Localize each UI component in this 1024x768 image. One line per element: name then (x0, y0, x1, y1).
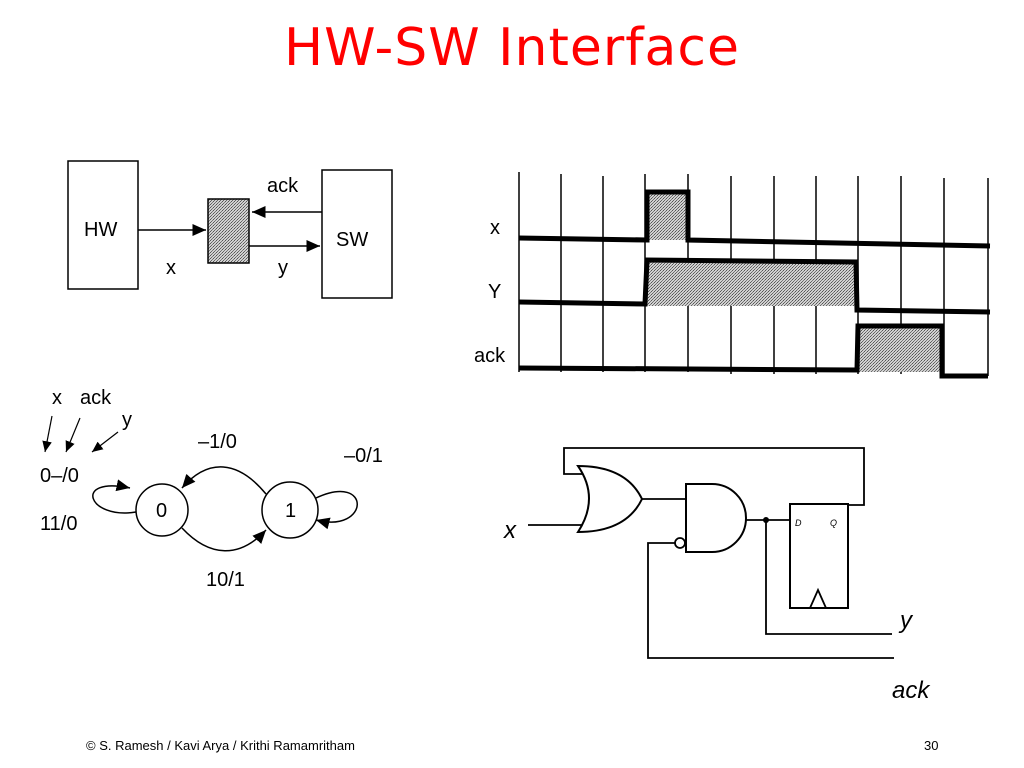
sw-label: SW (336, 229, 368, 251)
slide-title: HW-SW Interface (284, 18, 740, 78)
state-1-label: 1 (285, 500, 296, 522)
timing-diagram: x Y ack (474, 172, 991, 379)
self-loop-state-1 (315, 491, 358, 530)
edge-0-to-1-label: 10/1 (206, 569, 245, 591)
self-loop-1-label: –0/1 (344, 445, 383, 467)
circuit-y-label: y (898, 607, 914, 634)
signal-label-x: x (490, 217, 500, 239)
self-loop-0-label-b: 11/0 (40, 513, 77, 535)
footer-credit: © S. Ramesh / Kavi Arya / Krithi Ramamri… (86, 738, 355, 753)
state-0-label: 0 (156, 500, 167, 522)
circuit-x-label: x (503, 517, 517, 544)
feedback-wire (563, 447, 865, 506)
d-flip-flop (789, 503, 849, 609)
self-loop-0-label-a: 0–/0 (40, 465, 79, 487)
state-0-node (135, 483, 189, 537)
and-inverting-bubble (674, 537, 686, 549)
edge-1-to-0-label: –1/0 (198, 431, 237, 453)
signal-label-y: Y (488, 281, 501, 303)
input-arrow-x (42, 415, 53, 453)
state-1-node (261, 481, 319, 539)
state-machine: x ack y 0 1 0–/0 11/0 –1/0 –0/1 10/1 (40, 387, 383, 591)
block-diagram: HW SW x ack y (67, 160, 393, 299)
edge-1-to-0 (181, 466, 267, 495)
logic-circuit: x ack y D Q (503, 447, 931, 704)
self-loop-state-0 (92, 479, 137, 514)
input-label-x: x (52, 387, 62, 409)
ack-wire (647, 542, 894, 659)
clock-symbol (809, 587, 827, 609)
signal-x-wave (518, 189, 991, 249)
hw-block (67, 160, 139, 290)
hw-label: HW (84, 219, 117, 241)
signal-y-wave (518, 257, 991, 315)
x-label: x (166, 257, 176, 279)
or-gate (576, 464, 644, 534)
edge-0-to-1 (181, 527, 267, 552)
y-label: y (278, 257, 288, 279)
ff-d-label: D (795, 518, 802, 528)
y-output-wire (765, 520, 892, 635)
page-number: 30 (924, 738, 939, 753)
ack-label: ack (267, 175, 299, 197)
signal-ack-wave (518, 323, 988, 379)
input-arrow-y (91, 431, 119, 453)
input-label-y: y (122, 409, 132, 431)
input-arrow-ack (65, 417, 81, 453)
and-gate (685, 483, 747, 553)
signal-label-ack: ack (474, 345, 506, 367)
interface-register (207, 198, 250, 264)
ff-q-label: Q (830, 518, 837, 528)
input-label-ack: ack (80, 387, 112, 409)
circuit-ack-label: ack (892, 677, 931, 704)
sw-block (321, 169, 393, 299)
